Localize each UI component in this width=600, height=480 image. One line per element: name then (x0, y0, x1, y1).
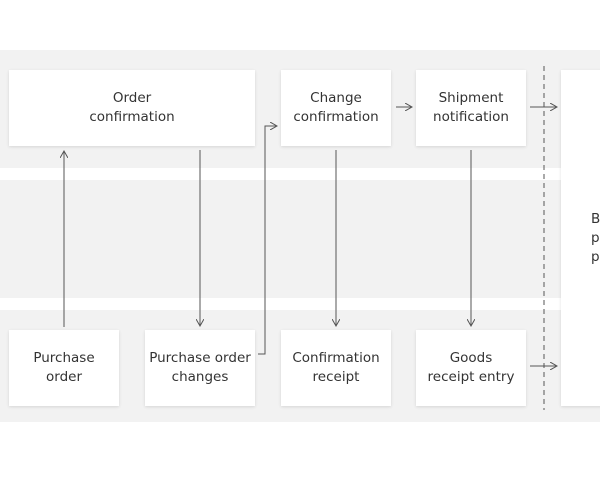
change-confirmation-box: Change confirmation (281, 70, 391, 146)
purchase-order-box: Purchase order (9, 330, 119, 406)
goods-receipt-entry-label: Goods receipt entry (427, 350, 515, 385)
arrow-po-changes-to-change-confirmation (258, 126, 277, 355)
purchase-order-label: Purchase order (33, 350, 95, 385)
right-partial-label: B pa p (591, 210, 600, 265)
shipment-notification-box: Shipment notification (416, 70, 526, 146)
order-confirmation-box: Order confirmation (9, 70, 255, 146)
purchase-order-changes-label: Purchase order changes (149, 350, 251, 385)
confirmation-receipt-box: Confirmation receipt (281, 330, 391, 406)
purchase-order-changes-box: Purchase order changes (145, 330, 255, 406)
confirmation-receipt-label: Confirmation receipt (292, 350, 380, 385)
order-confirmation-label: Order confirmation (89, 90, 175, 125)
right-partial-box: B pa p (561, 70, 600, 406)
shipment-notification-label: Shipment notification (433, 90, 509, 125)
change-confirmation-label: Change confirmation (293, 90, 379, 125)
goods-receipt-entry-box: Goods receipt entry (416, 330, 526, 406)
middle-lane (0, 180, 600, 298)
